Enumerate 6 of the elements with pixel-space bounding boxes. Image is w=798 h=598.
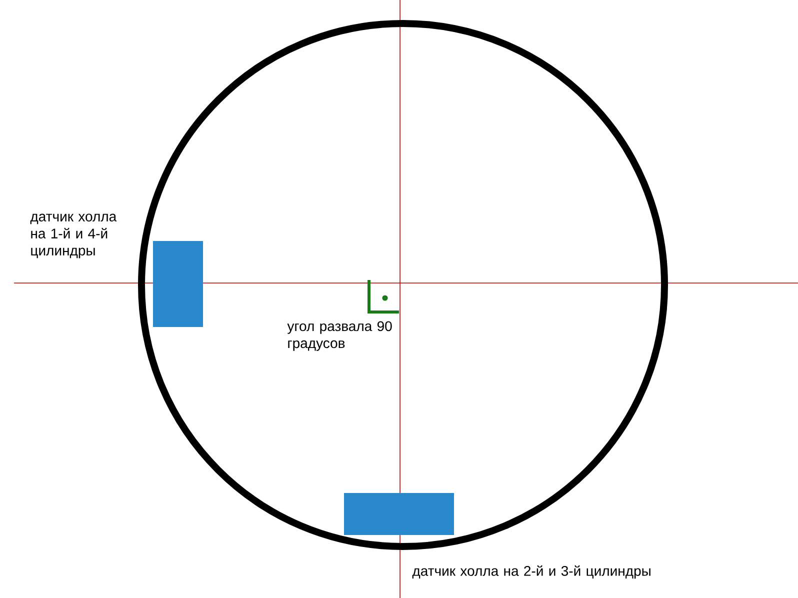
hall-sensor: [153, 241, 203, 327]
hall-sensor: [344, 493, 454, 535]
sensor-label: датчик холла на 1-й и 4-й цилиндры: [30, 214, 117, 258]
angle-label: угол развала 90 градусов: [287, 321, 392, 351]
rotor-circle: [138, 20, 668, 550]
sensor-label: датчик холла на 2-й и 3-й цилиндры: [412, 565, 650, 579]
